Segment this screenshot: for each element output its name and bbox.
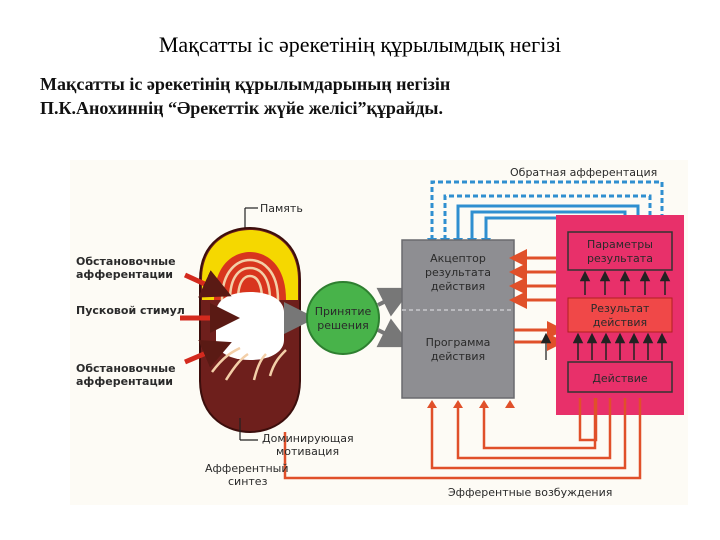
decision-label-2: решения [317,319,369,332]
efferent-excitation-lines [283,398,642,480]
motivation-label-2: мотивация [276,445,339,458]
trigger-label: Пусковой стимул [76,304,185,317]
slide-subtitle: Мақсатты іс әрекетінің құрылымдарының не… [40,72,690,120]
decision-to-acceptor-arrow [376,287,413,317]
afferent-synthesis-capsule [199,226,301,434]
decision-label-1: Принятие [315,305,372,318]
synthesis-label-2: синтез [228,475,268,488]
decision-circle [306,281,380,355]
program-label-2: действия [431,350,485,363]
acceptor-label-1: Акцептор [430,252,486,265]
situational-top-arrow [183,270,232,298]
subtitle-line-2: П.К.Анохиннің “Әрекеттік жүйе желісі”құр… [40,98,443,118]
efferent-label: Эфферентные возбуждения [448,486,612,499]
action-box [567,361,673,393]
subtitle-line-1: Мақсатты іс әрекетінің құрылымдарының не… [40,74,451,94]
params-up-arrows [579,270,671,295]
synthesis-label-1: Афферентный [205,462,288,475]
acceptor-label-2: результата [425,266,491,279]
situational-top-label-2: афферентации [76,268,173,281]
params-box [567,231,673,271]
action-up-arrows [572,332,668,360]
feedback-label: Обратная афферентация [510,166,657,179]
motivation-label-1: Доминирующая [262,432,354,445]
decision-to-program-arrow [376,318,413,348]
params-label-1: Параметры [587,238,653,251]
memory-label: Память [260,202,303,215]
acceptor-label-3: действия [431,280,485,293]
program-label-1: Программа [426,336,491,349]
result-label-2: действия [593,316,647,329]
result-box [567,297,673,333]
acceptor-input-arrows [509,249,562,309]
result-label-1: Результат [591,302,650,315]
situational-bottom-label-1: Обстановочные [76,362,176,375]
situational-bottom-label-2: афферентации [76,375,173,388]
action-label: Действие [592,372,648,385]
efferent-arrowheads [427,400,515,408]
slide-title: Мақсатты іс әрекетінің құрылымдық негізі [158,32,562,57]
situational-bottom-arrow [184,340,232,368]
params-label-2: результата [587,252,653,265]
acceptor-program-panel [401,239,515,399]
situational-top-label-1: Обстановочные [76,255,176,268]
